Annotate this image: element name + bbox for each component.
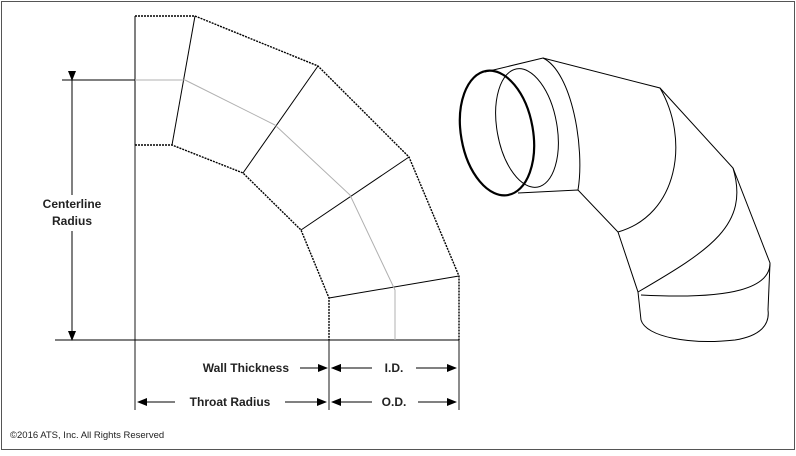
- od-dimension: O.D.: [331, 395, 457, 409]
- copyright-text: ©2016 ATS, Inc. All Rights Reserved: [10, 430, 164, 441]
- elbow-side-view: [55, 15, 460, 410]
- wall-thickness-label: Wall Thickness: [203, 361, 290, 375]
- elbow-3d-view: [458, 57, 771, 342]
- centerline-radius-dimension: Centerline Radius: [34, 71, 110, 341]
- od-label: O.D.: [382, 395, 407, 409]
- outer-wall: [135, 15, 460, 340]
- dimension-extensions: [328, 340, 460, 410]
- throat-radius-label: Throat Radius: [190, 395, 271, 409]
- seam-2: [617, 87, 677, 233]
- pipe-opening-inner: [495, 68, 559, 188]
- seam-4: [640, 262, 771, 297]
- elbow-bottom-silhouette: [517, 189, 642, 321]
- pipe-opening-outer: [458, 69, 536, 197]
- id-label: I.D.: [385, 361, 404, 375]
- centerline: [62, 79, 396, 340]
- centerline-label: Centerline: [43, 197, 102, 211]
- seam-3: [637, 167, 738, 293]
- elbow-top-silhouette: [484, 57, 771, 311]
- bottom-end: [640, 309, 769, 342]
- segment-line-3: [300, 156, 410, 231]
- seam-1: [542, 57, 581, 191]
- id-dimension: I.D.: [331, 360, 457, 376]
- segment-line-2: [242, 65, 319, 174]
- inner-wall: [135, 144, 330, 340]
- radius-label: Radius: [52, 214, 92, 228]
- throat-radius-dimension: Throat Radius: [137, 395, 327, 409]
